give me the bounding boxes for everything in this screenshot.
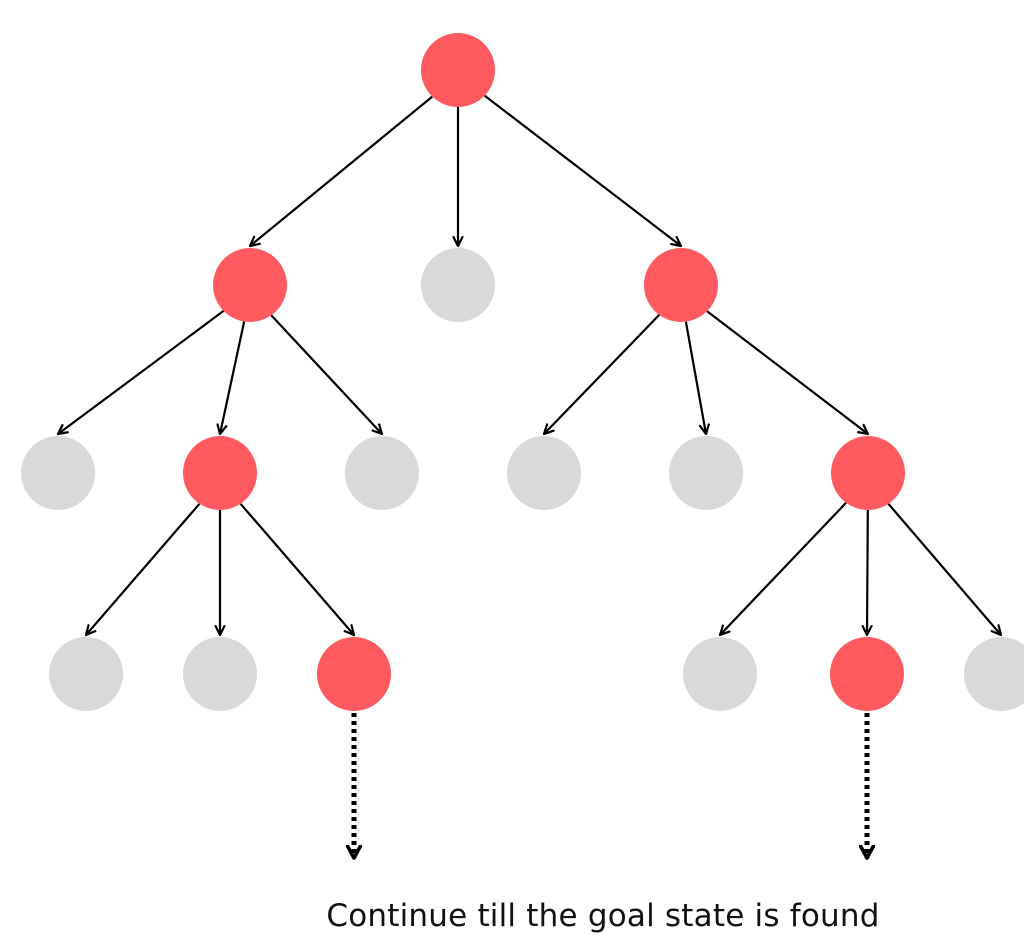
node-L1-left-expanded [213, 248, 287, 322]
edge-root-to-L1-right [483, 94, 681, 246]
edge-L1-left-to-L2-c [270, 314, 382, 434]
node-L2-a-unexpanded [21, 436, 95, 510]
node-L2-f-expanded [831, 436, 905, 510]
node-L3-f-unexpanded [964, 637, 1024, 711]
node-L3-a-unexpanded [49, 637, 123, 711]
edge-L1-right-to-L2-f [706, 310, 868, 434]
tree-edges [58, 94, 1001, 635]
edge-L2-f-to-L3-d [720, 502, 847, 635]
continuation-arrows [354, 713, 867, 858]
node-L3-d-unexpanded [683, 637, 757, 711]
edge-L2-f-to-L3-f [887, 503, 1001, 635]
edge-L1-right-to-L2-e [684, 321, 706, 434]
node-L1-middle-unexpanded [421, 248, 495, 322]
node-L2-c-unexpanded [345, 436, 419, 510]
edge-L1-right-to-L2-d [544, 314, 660, 434]
edge-L1-left-to-L2-a [58, 310, 225, 434]
node-L2-d-unexpanded [507, 436, 581, 510]
tree-nodes [21, 33, 1024, 711]
node-L3-e-expanded [830, 637, 904, 711]
node-root-expanded [421, 33, 495, 107]
node-L3-c-expanded [317, 637, 391, 711]
edge-L1-left-to-L2-b [220, 321, 246, 434]
caption-text: Continue till the goal state is found [326, 898, 880, 934]
edge-root-to-L1-left [250, 95, 433, 246]
node-L2-b-expanded [183, 436, 257, 510]
edge-L2-b-to-L3-c [239, 503, 354, 635]
node-L1-right-expanded [644, 248, 718, 322]
edge-L2-b-to-L3-a [86, 503, 201, 635]
edge-L2-f-to-L3-e [867, 509, 868, 635]
node-L3-b-unexpanded [183, 637, 257, 711]
node-L2-e-unexpanded [669, 436, 743, 510]
